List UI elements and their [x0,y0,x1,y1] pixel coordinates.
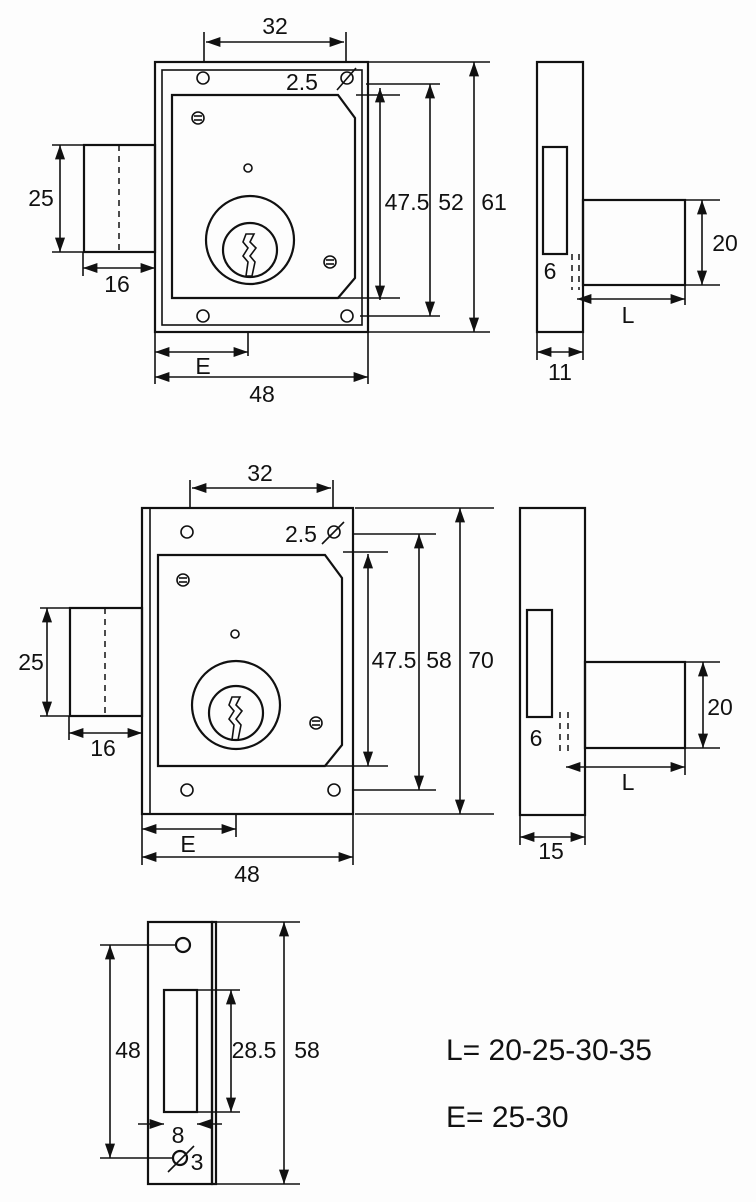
screw-icon [309,716,323,730]
cylinder-keyhole-icon [190,659,282,751]
mount-hole-icon [327,525,341,539]
dim-20: 20 [707,694,733,720]
dim-52: 52 [438,189,464,215]
dim-15: 15 [538,838,564,864]
size-notes: L= 20-25-30-35 E= 25-30 [446,1034,652,1134]
lock-70-side-view: 20 6 L 15 [518,506,733,864]
dim-70: 70 [468,647,494,673]
strike-plate-view: 48 28.5 58 8 3 [100,920,320,1186]
dim-25: 25 [18,649,44,675]
screw-icon [176,573,190,587]
mount-hole-icon [196,71,210,85]
mount-hole-icon [196,309,210,323]
dim-58: 58 [294,1037,320,1063]
mount-hole-icon [340,309,354,323]
dim-2-5-hole: 2.5 [286,69,318,95]
dim-2-5-hole: 2.5 [285,521,317,547]
mount-hole-icon [180,783,194,797]
dim-32: 32 [262,13,288,39]
mount-hole-icon [327,783,341,797]
dim-16: 16 [104,271,130,297]
mount-hole-icon [171,1149,189,1167]
note-L-values: L= 20-25-30-35 [446,1034,652,1067]
screw-icon [191,111,205,125]
dim-48: 48 [234,861,260,887]
mount-hole-icon [180,525,194,539]
dim-E: E [180,831,195,857]
dim-L: L [622,302,635,328]
dim-6: 6 [544,258,557,284]
dim-L: L [622,769,635,795]
dim-E: E [195,353,210,379]
dim-28-5: 28.5 [232,1037,277,1063]
dim-16: 16 [90,735,116,761]
dim-3-hole: 3 [191,1149,204,1175]
cylinder-keyhole-icon [204,194,296,286]
bolt [68,606,144,718]
dim-48: 48 [115,1037,141,1063]
dim-11: 11 [548,359,572,385]
dim-32: 32 [247,460,273,486]
lock-61-front-view: 32 2.5 47.5 52 61 25 16 E 48 [28,13,507,407]
dim-61: 61 [481,189,507,215]
dim-58: 58 [426,647,452,673]
dim-25: 25 [28,185,54,211]
dim-47-5: 47.5 [385,189,430,215]
dim-8: 8 [172,1122,185,1148]
dim-20: 20 [712,230,738,256]
lock-70-front-view: 32 2.5 47.5 58 70 25 16 E 48 [18,460,494,887]
note-E-values: E= 25-30 [446,1101,569,1134]
screw-icon [323,255,337,269]
mount-hole-icon [340,71,354,85]
dim-6: 6 [530,725,543,751]
dim-47-5: 47.5 [372,647,417,673]
mount-hole-icon [174,936,192,954]
lock-61-side-view: 20 6 L 11 [535,60,738,385]
dim-48: 48 [249,381,275,407]
